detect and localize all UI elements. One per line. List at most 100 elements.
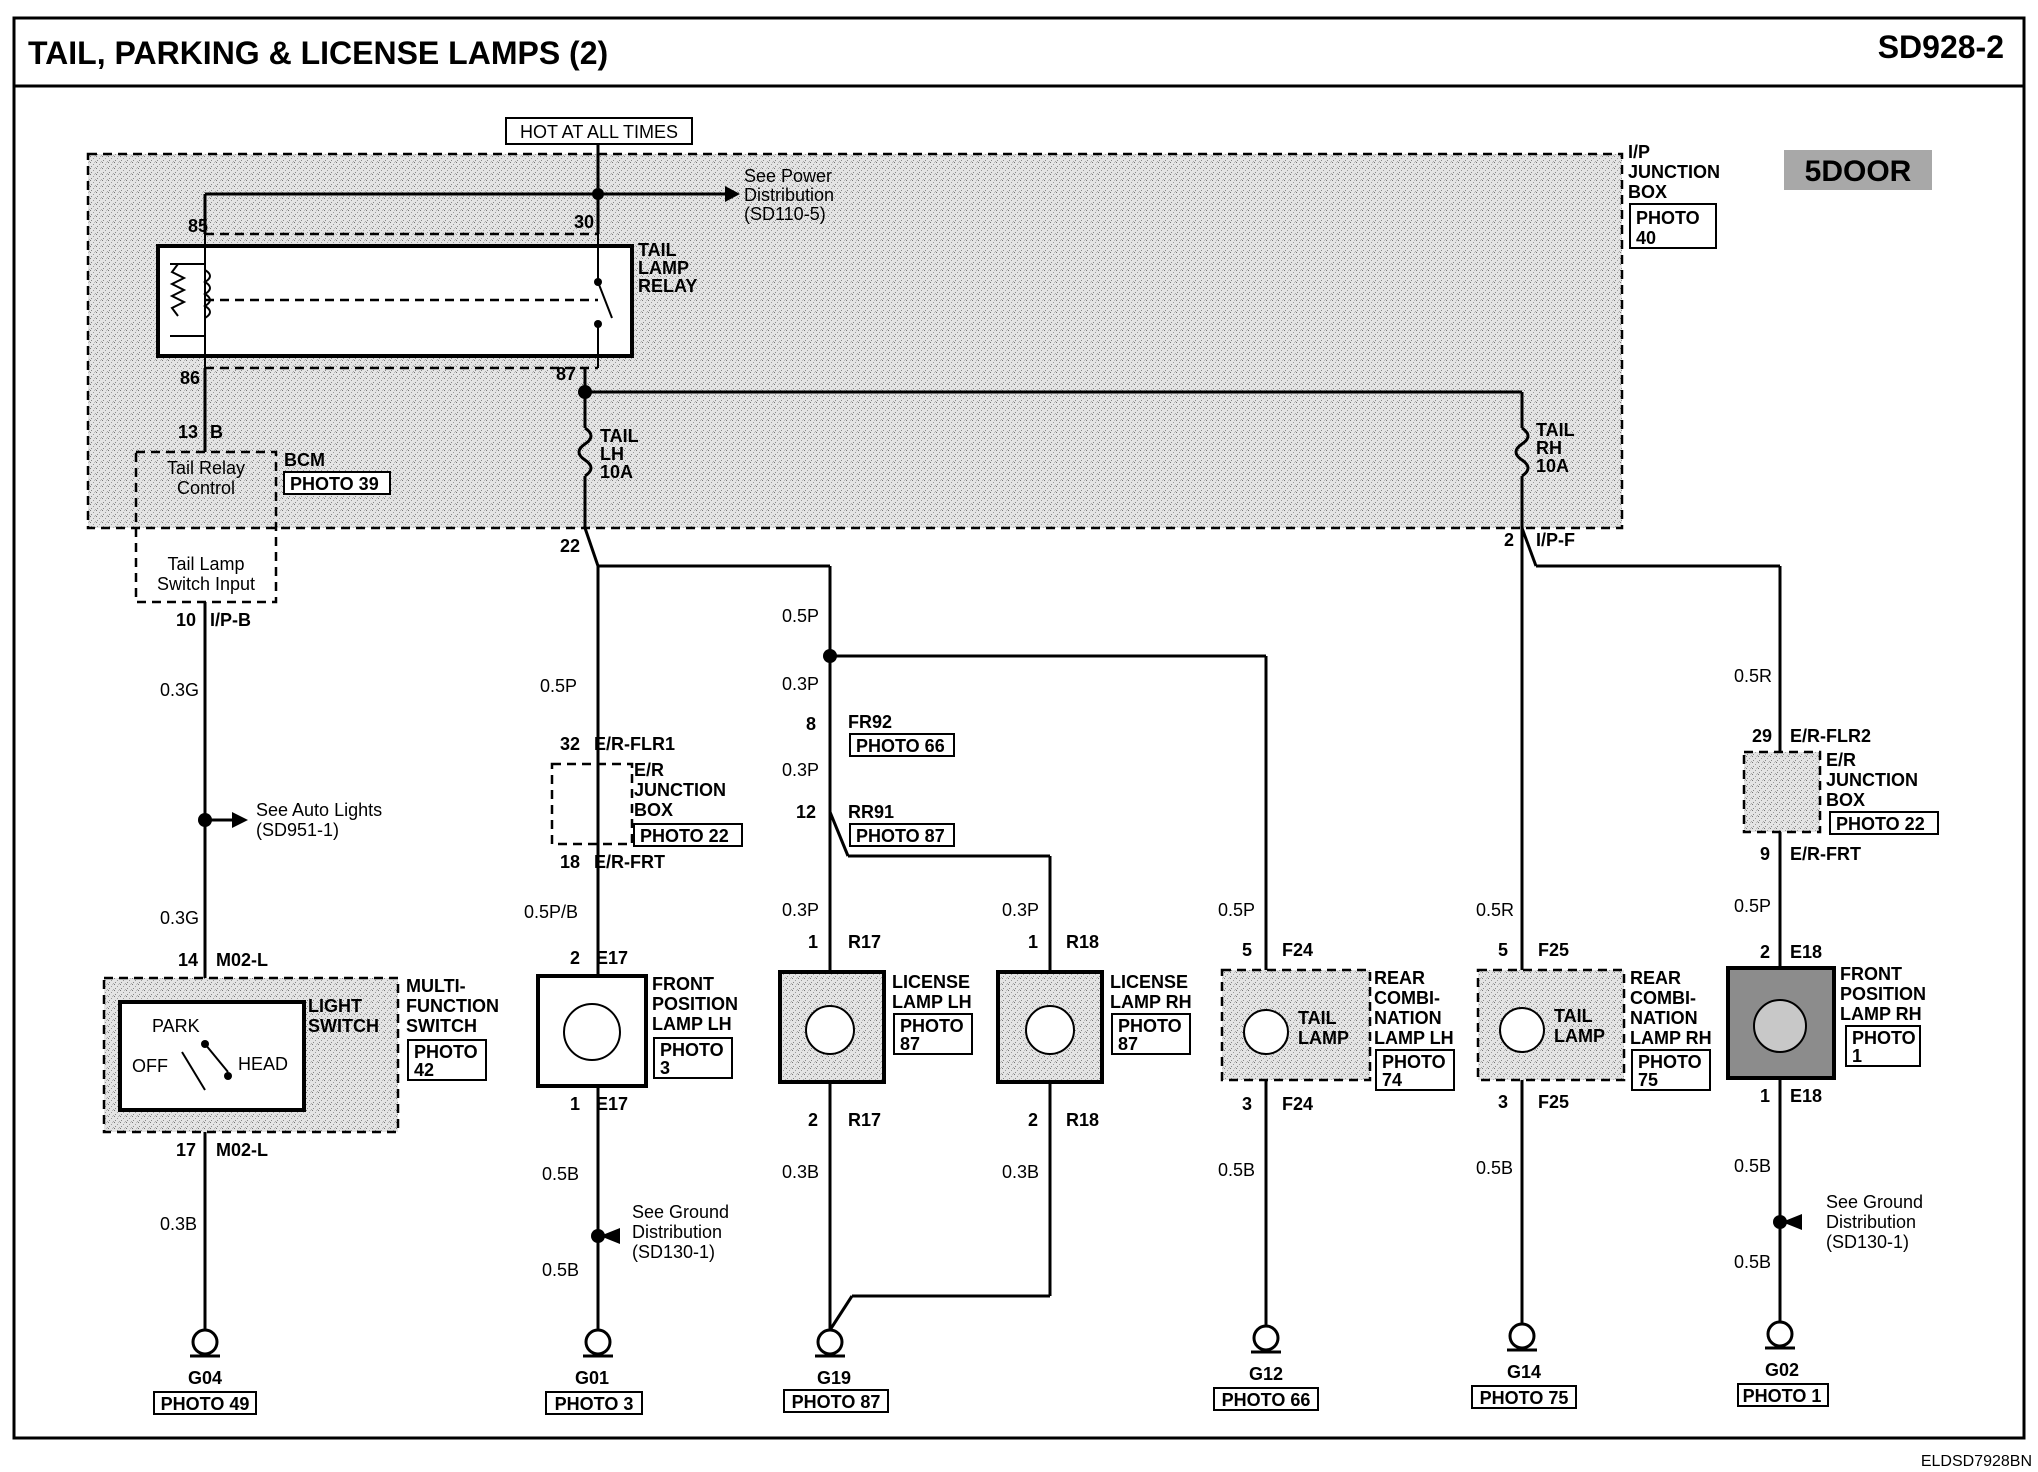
svg-text:E17: E17 xyxy=(596,948,628,968)
svg-text:TAIL: TAIL xyxy=(1298,1008,1337,1028)
svg-text:0.5P: 0.5P xyxy=(1734,896,1771,916)
svg-text:PHOTO 22: PHOTO 22 xyxy=(640,826,729,846)
svg-text:(SD130-1): (SD130-1) xyxy=(1826,1232,1909,1252)
svg-text:PHOTO 22: PHOTO 22 xyxy=(1836,814,1925,834)
light-switch-contacts: PARK OFF HEAD xyxy=(132,1016,288,1091)
svg-text:0.5P: 0.5P xyxy=(1218,900,1255,920)
bulb-icon xyxy=(1243,1009,1289,1055)
bulb-icon xyxy=(563,1003,621,1061)
svg-text:SWITCH: SWITCH xyxy=(406,1016,477,1036)
svg-text:0.3P: 0.3P xyxy=(1002,900,1039,920)
ground-g01: G01 PHOTO 3 xyxy=(545,1328,643,1415)
svg-text:E/R: E/R xyxy=(634,760,664,780)
svg-text:0.5B: 0.5B xyxy=(1476,1158,1513,1178)
page-frame xyxy=(12,16,2026,1440)
svg-text:0.5P: 0.5P xyxy=(782,606,819,626)
svg-text:32: 32 xyxy=(560,734,580,754)
svg-text:See Auto Lights: See Auto Lights xyxy=(256,800,382,820)
svg-text:NATION: NATION xyxy=(1374,1008,1442,1028)
svg-text:LAMP LH: LAMP LH xyxy=(1374,1028,1454,1048)
variant-badge-bg xyxy=(1784,150,1932,190)
bcm-photo: PHOTO 39 xyxy=(290,474,379,494)
svg-text:(SD130-1): (SD130-1) xyxy=(632,1242,715,1262)
svg-text:POSITION: POSITION xyxy=(652,994,738,1014)
svg-text:0.3B: 0.3B xyxy=(1002,1162,1039,1182)
svg-text:TAIL: TAIL xyxy=(1536,420,1575,440)
svg-text:BOX: BOX xyxy=(634,800,673,820)
svg-text:14: 14 xyxy=(178,950,198,970)
svg-text:See Power: See Power xyxy=(744,166,832,186)
svg-text:TAIL: TAIL xyxy=(638,240,677,260)
svg-text:M02-L: M02-L xyxy=(216,1140,268,1160)
svg-text:REAR: REAR xyxy=(1630,968,1681,988)
svg-text:22: 22 xyxy=(560,536,580,556)
bulb-icon xyxy=(1753,999,1807,1053)
page-title: TAIL, PARKING & LICENSE LAMPS (2) xyxy=(28,35,608,71)
svg-text:E18: E18 xyxy=(1790,1086,1822,1106)
svg-text:10A: 10A xyxy=(1536,456,1569,476)
svg-text:M02-L: M02-L xyxy=(216,950,268,970)
svg-text:PHOTO: PHOTO xyxy=(900,1016,964,1036)
svg-text:BOX: BOX xyxy=(1826,790,1865,810)
ip-junction-box-label: I/P JUNCTION BOX PHOTO 40 xyxy=(1628,142,1720,249)
svg-text:0.5P/B: 0.5P/B xyxy=(524,902,578,922)
svg-text:BOX: BOX xyxy=(1628,182,1667,202)
bulb-icon xyxy=(1025,1005,1075,1055)
svg-text:RH: RH xyxy=(1536,438,1562,458)
ground-g02: G02 PHOTO 1 xyxy=(1737,1320,1829,1407)
svg-text:G14: G14 xyxy=(1507,1362,1541,1382)
svg-text:LAMP LH: LAMP LH xyxy=(652,1014,732,1034)
svg-text:2: 2 xyxy=(808,1110,818,1130)
svg-text:18: 18 xyxy=(560,852,580,872)
svg-text:0.3G: 0.3G xyxy=(160,680,199,700)
svg-text:PHOTO: PHOTO xyxy=(660,1040,724,1060)
relay-switch xyxy=(594,234,613,368)
svg-text:0.3B: 0.3B xyxy=(782,1162,819,1182)
svg-text:LIGHT: LIGHT xyxy=(308,996,362,1016)
svg-text:2: 2 xyxy=(1028,1110,1038,1130)
svg-text:FRONT: FRONT xyxy=(1840,964,1902,984)
svg-text:PHOTO: PHOTO xyxy=(1382,1052,1446,1072)
svg-text:PHOTO: PHOTO xyxy=(1636,208,1700,228)
svg-text:3: 3 xyxy=(1242,1094,1252,1114)
svg-text:0.5B: 0.5B xyxy=(1734,1252,1771,1272)
svg-text:PHOTO 49: PHOTO 49 xyxy=(161,1394,250,1414)
svg-text:Tail Lamp: Tail Lamp xyxy=(167,554,244,574)
svg-text:2: 2 xyxy=(1760,942,1770,962)
svg-text:74: 74 xyxy=(1382,1070,1402,1090)
svg-text:0.5R: 0.5R xyxy=(1476,900,1514,920)
svg-text:(SD951-1): (SD951-1) xyxy=(256,820,339,840)
tail-lamp-relay xyxy=(156,244,634,358)
svg-text:G04: G04 xyxy=(188,1368,222,1388)
svg-text:10A: 10A xyxy=(600,462,633,482)
er-junction-box-lh xyxy=(550,762,634,846)
hot-at-all-times: HOT AT ALL TIMES xyxy=(520,122,678,142)
svg-text:FUNCTION: FUNCTION xyxy=(406,996,499,1016)
bulb-icon xyxy=(1499,1007,1545,1053)
svg-text:E/R-FLR1: E/R-FLR1 xyxy=(594,734,675,754)
svg-text:R17: R17 xyxy=(848,932,881,952)
svg-text:REAR: REAR xyxy=(1374,968,1425,988)
svg-text:FRONT: FRONT xyxy=(652,974,714,994)
auto-lights-arrow-icon xyxy=(232,812,248,828)
svg-text:0.5P: 0.5P xyxy=(540,676,577,696)
svg-text:87: 87 xyxy=(1118,1034,1138,1054)
svg-text:86: 86 xyxy=(180,368,200,388)
svg-text:RELAY: RELAY xyxy=(638,276,697,296)
svg-text:I/P: I/P xyxy=(1628,142,1650,162)
svg-text:29: 29 xyxy=(1752,726,1772,746)
svg-text:F24: F24 xyxy=(1282,940,1313,960)
svg-text:G19: G19 xyxy=(817,1368,851,1388)
svg-text:PHOTO 1: PHOTO 1 xyxy=(1743,1386,1822,1406)
light-switch xyxy=(118,1000,306,1112)
svg-text:E/R-FLR2: E/R-FLR2 xyxy=(1790,726,1871,746)
svg-text:Distribution: Distribution xyxy=(632,1222,722,1242)
bulb-icon xyxy=(805,1005,855,1055)
svg-text:NATION: NATION xyxy=(1630,1008,1698,1028)
power-arrow-icon xyxy=(725,186,740,202)
svg-text:85: 85 xyxy=(188,216,208,236)
svg-text:1: 1 xyxy=(808,932,818,952)
svg-text:R17: R17 xyxy=(848,1110,881,1130)
svg-text:2: 2 xyxy=(1504,530,1514,550)
svg-text:0.3G: 0.3G xyxy=(160,908,199,928)
